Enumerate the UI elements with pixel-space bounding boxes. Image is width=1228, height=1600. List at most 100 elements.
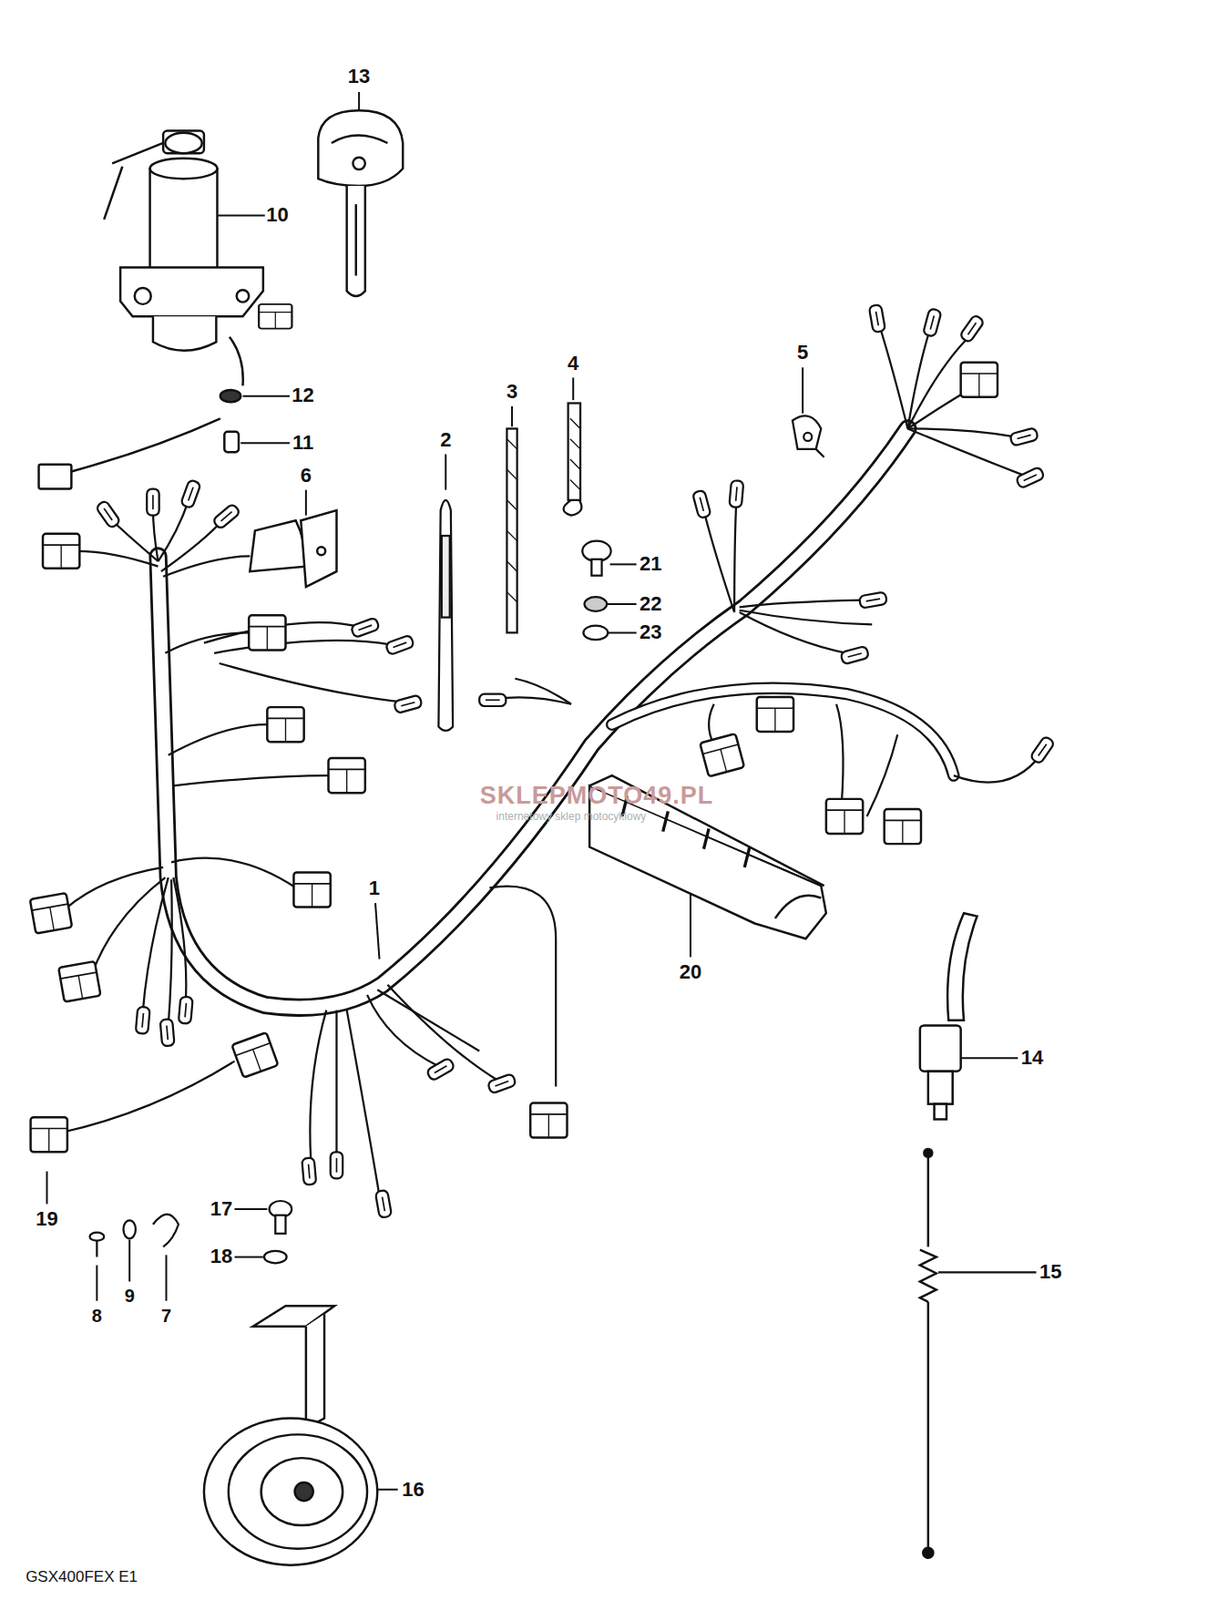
ignition-switch: [39, 464, 72, 490]
branch-wires: [907, 428, 1022, 474]
connectors: [530, 1103, 567, 1138]
connectors: [699, 733, 745, 777]
terminals: [160, 1018, 175, 1046]
terminals: [95, 500, 122, 530]
callout-number: 3: [504, 380, 520, 403]
leader-lines: [240, 441, 290, 444]
key: [352, 157, 365, 170]
terminals: [859, 591, 888, 608]
horn-16: [204, 1305, 378, 1565]
spring-15: [920, 1249, 937, 1302]
clip-bolt-washer-7-8-9: [90, 1232, 105, 1241]
callout-number: 11: [290, 431, 316, 454]
horn-16: [295, 1482, 314, 1501]
callout-number: 5: [795, 341, 810, 364]
connectors: [258, 304, 292, 329]
leader-lines: [572, 377, 574, 400]
branch-wires: [836, 704, 843, 807]
branch-wires: [387, 984, 500, 1082]
branch-wires: [66, 867, 164, 909]
branch-wires: [879, 324, 908, 429]
callout-number: 19: [33, 1207, 60, 1230]
horn-16: [228, 1433, 368, 1548]
leader-lines: [128, 1239, 131, 1282]
brake-switch-14: [947, 912, 977, 1021]
terminals: [375, 1189, 392, 1218]
connectors: [30, 304, 998, 1152]
screw-washers-21-23: [591, 559, 602, 576]
leader-lines: [610, 562, 637, 565]
terminals: [178, 996, 194, 1024]
branch-wires: [161, 520, 223, 572]
leader-lines: [235, 1207, 268, 1210]
branch-wires: [309, 1010, 327, 1164]
connectors: [30, 892, 72, 933]
terminals: [146, 489, 159, 516]
branch-wires: [734, 500, 737, 613]
spring-15: [927, 1301, 930, 1551]
leader-lines: [938, 1270, 1036, 1273]
ignition-switch: [71, 418, 220, 471]
branch-wires: [347, 1010, 380, 1197]
callout-number: 10: [264, 204, 290, 226]
callout-number: 23: [637, 621, 664, 644]
callout-number: 21: [637, 552, 664, 575]
leader-lines: [242, 395, 290, 398]
callout-number: 7: [159, 1305, 174, 1326]
leader-lines: [95, 1265, 98, 1301]
branch-wires: [739, 612, 848, 654]
leader-lines: [958, 1056, 1018, 1059]
sleeves-2-3-4: [570, 418, 581, 490]
connectors: [231, 1032, 278, 1078]
ignition-switch: [134, 287, 152, 305]
terminals: [212, 502, 241, 530]
terminals: [479, 694, 506, 707]
connectors: [826, 798, 863, 834]
callout-number: 13: [346, 65, 372, 88]
branch-wires: [168, 724, 268, 756]
screw-washers-21-23: [583, 625, 608, 641]
branch-wires: [61, 324, 1041, 1196]
terminals: [487, 1073, 517, 1095]
spring-15: [920, 1148, 937, 1558]
terminals: [180, 479, 202, 509]
harness-trunk: [158, 428, 909, 1007]
branch-wires: [867, 734, 899, 817]
ignition-switch: [236, 289, 249, 302]
connectors: [757, 696, 794, 732]
branch-wires: [173, 877, 186, 1003]
branch-wires: [171, 858, 297, 889]
branch-wires: [953, 755, 1041, 783]
model-code: GSX400FEX E1: [23, 1566, 140, 1585]
terminals: [385, 634, 415, 656]
callout-number: 16: [399, 1478, 426, 1501]
bolt-washer-17-18: [264, 1250, 287, 1263]
ignition-switch: [229, 337, 244, 387]
branch-wires: [76, 551, 159, 567]
connectors: [30, 1116, 68, 1152]
screw-washers-21-23: [582, 541, 611, 641]
terminals: [426, 1056, 456, 1081]
horn-16: [204, 1417, 378, 1565]
sleeves-2-3-4: [506, 428, 517, 633]
connectors: [42, 533, 80, 569]
sleeves-2-3-4: [568, 402, 581, 500]
terminals: [350, 616, 380, 638]
branch-wires: [214, 640, 393, 654]
leader-lines: [511, 406, 513, 427]
branch-wires: [514, 678, 572, 705]
key: [347, 185, 366, 297]
brake-switch-14: [920, 1024, 962, 1071]
connectors: [248, 614, 286, 650]
branch-wires: [219, 663, 404, 703]
bolt-washer-17-18: [275, 1215, 286, 1234]
sleeves-2-3-4: [438, 500, 453, 731]
sleeves-2-3-4: [506, 439, 517, 603]
spring-15: [927, 1156, 930, 1248]
branch-wires: [92, 877, 166, 974]
callout-number: 18: [208, 1245, 235, 1268]
terminals: [1015, 466, 1045, 489]
clip-bolt-washer-7-8-9: [90, 1214, 179, 1258]
clamp-5: [816, 449, 825, 458]
ignition-switch: [163, 131, 205, 154]
